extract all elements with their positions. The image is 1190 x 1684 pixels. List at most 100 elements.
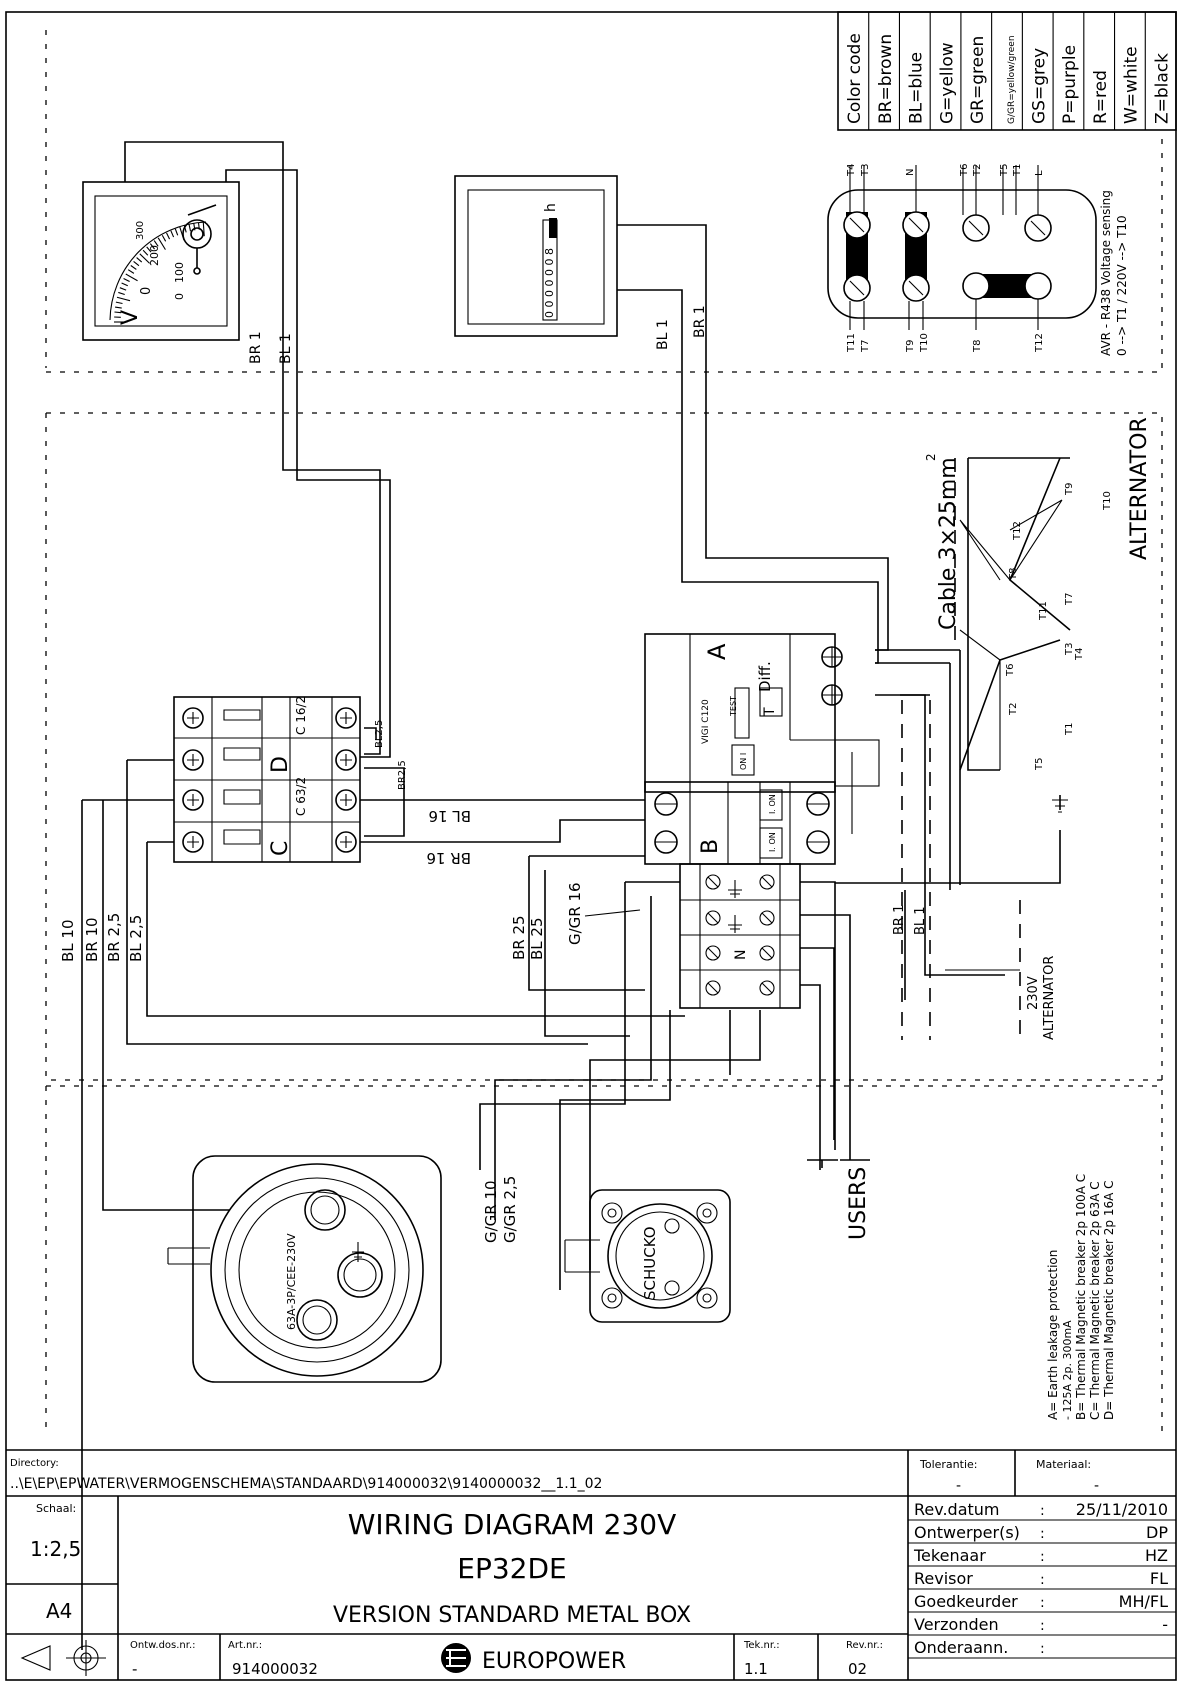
title-row-value: -: [1162, 1615, 1168, 1634]
avr-terminal-label: T12: [1034, 333, 1045, 353]
volt-tick: [125, 273, 138, 282]
color-code-entry: BL=blue: [907, 52, 927, 124]
volt-scale-0: 0: [139, 287, 154, 295]
legend: A= Earth leakage protection - 125A 2p. 3…: [1046, 1174, 1116, 1420]
screw-terminal-icon: [705, 945, 721, 961]
title-block: Directory: ..\E\EP\EPWATER\VERMOGENSCHEM…: [6, 1449, 1176, 1680]
volt-tick: [149, 243, 155, 250]
users-label: USERS: [846, 1167, 871, 1240]
label-br16: BR 16: [426, 849, 471, 867]
users-outlets: USERS: [807, 1159, 871, 1240]
volt-tick: [133, 261, 140, 267]
wires-panel: BL 16 BR 16 BL 10 BR 10 BR 2,5 BL 2,5 BR…: [59, 649, 1068, 1650]
terminal-strip: N: [679, 863, 801, 1009]
volt-scale-300: 300: [135, 221, 146, 240]
enclosure-panel-top: [45, 30, 1163, 373]
title-row-label: Rev.datum: [914, 1500, 1000, 1519]
alternator-terminal-label: T5: [1034, 758, 1045, 771]
screw-terminal-icon: [335, 749, 357, 771]
screw-terminal-icon: [705, 980, 721, 996]
volt-tick: [174, 228, 179, 236]
alternator-terminal-label: T10: [1102, 491, 1113, 511]
breaker-c-label: C: [268, 841, 293, 856]
title-line3: VERSION STANDARD METAL BOX: [333, 1603, 691, 1628]
enclosure-panel-mid: [45, 412, 1163, 1081]
legend-a: A= Earth leakage protection: [1046, 1250, 1060, 1420]
avr-terminal-label: T2: [972, 164, 983, 177]
breaker-on1: I. ON: [768, 794, 777, 814]
title-row-sep: :: [1040, 1503, 1045, 1519]
title-row-value: 25/11/2010: [1076, 1500, 1168, 1519]
label-bl10: BL 10: [59, 919, 77, 962]
volt-tick: [202, 222, 205, 237]
screw-terminal-icon: [182, 831, 204, 853]
volt-tick: [114, 311, 122, 314]
rev-label: Rev.nr.:: [846, 1640, 883, 1651]
label-ggr25: G/GR 2,5: [501, 1176, 519, 1243]
title-row-sep: :: [1040, 1595, 1045, 1611]
color-code-entry: GS=grey: [1029, 48, 1049, 124]
breaker-on2: I. ON: [768, 832, 777, 852]
color-code-entry: GR=green: [968, 36, 988, 124]
volt-tick: [136, 257, 143, 263]
label-bl25-b: BL 25: [528, 917, 546, 960]
screw-terminal-icon: [759, 910, 775, 926]
page-border: [5, 11, 1177, 1681]
screw-terminal-icon: [182, 789, 204, 811]
avr-terminal-label: T10: [919, 333, 930, 353]
title-row-sep: :: [1040, 1549, 1045, 1565]
alternator-terminal-label: T7: [1064, 593, 1075, 606]
label-br25: BR 2,5: [105, 913, 123, 962]
screw-terminal-icon: [335, 707, 357, 729]
cee-socket: 63A-3P/CEE-230V: [167, 1155, 442, 1383]
avr-terminal-label: T5: [999, 164, 1010, 177]
title-row-value: MH/FL: [1119, 1592, 1168, 1611]
volt-tick: [123, 277, 130, 283]
avr-terminal-label: N: [905, 169, 916, 176]
label-bl1-b: BL 1: [655, 319, 671, 350]
schaal-value: 1:2,5: [30, 1537, 81, 1561]
legend-a2: - 125A 2p. 300mA: [1061, 1320, 1074, 1420]
breaker-c-rating: C 63/2: [294, 777, 308, 816]
alternator-terminal-label: T1: [1064, 723, 1075, 736]
volt-scale-100: 100: [173, 262, 186, 283]
title-row-label: Revisor: [914, 1569, 973, 1588]
color-code-entry: BR=brown: [876, 34, 896, 124]
cable-label: Cable 3×25mm: [936, 457, 961, 630]
alternator-terminal-label: T2: [1008, 703, 1019, 716]
small-alt-voltage: 230V: [1026, 976, 1041, 1010]
format-value: A4: [46, 1599, 72, 1623]
screw-terminal-icon: [335, 831, 357, 853]
label-br1-c: BR 1: [892, 905, 907, 935]
title-row-sep: :: [1040, 1618, 1045, 1634]
volt-tick: [146, 246, 152, 253]
volt-tick: [121, 282, 128, 287]
volt-tick: [157, 237, 166, 250]
breaker-t: T: [762, 707, 778, 717]
avr-note2: 0 --> T1 / 220V --> T10: [1115, 215, 1129, 356]
alternator-terminal-label: T8: [1008, 568, 1019, 581]
breaker-on3: ON I: [739, 753, 748, 770]
tek-label: Tek.nr.:: [743, 1640, 780, 1651]
volt-scale-0b: 0: [173, 293, 186, 300]
color-code-entry: G/GR=yellow/green: [1007, 35, 1017, 124]
tolerantie-label: Tolerantie:: [919, 1458, 977, 1471]
avr-note1: AVR - R438 Voltage sensing: [1099, 190, 1113, 356]
color-code-entry: Z=black: [1152, 53, 1172, 124]
volt-tick: [114, 306, 122, 309]
avr-terminal-label: T9: [905, 340, 916, 353]
volt-tick: [188, 224, 192, 232]
volt-tick: [127, 269, 135, 274]
screw-terminal-icon: [182, 749, 204, 771]
breaker-b-label: B: [698, 839, 723, 854]
avr-terminal-label: T1: [1012, 164, 1023, 177]
label-bl1-a: BL 1: [278, 333, 294, 364]
title-row-sep: :: [1040, 1641, 1045, 1657]
volt-tick: [139, 253, 151, 264]
breaker-d-rating: C 16/2: [294, 696, 308, 735]
avr-terminal-label: T11: [846, 333, 857, 353]
